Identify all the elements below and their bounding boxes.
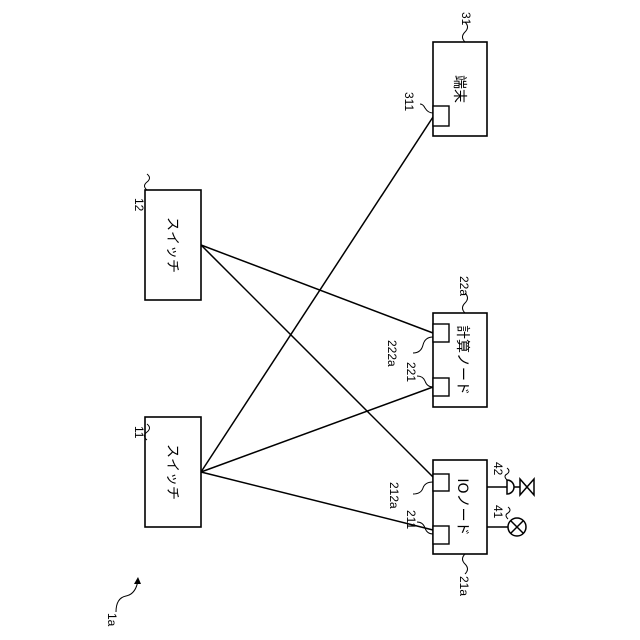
switch-11-name: スイッチ [164,444,180,500]
switch-12[interactable]: スイッチ 12 [132,174,201,300]
port-212a [433,474,449,491]
wire-12-222a [201,245,433,333]
system-ref: 1a [105,613,119,627]
io-node-name: IOノード [454,478,470,535]
wire-11-311 [201,117,433,472]
port-221 [433,378,449,396]
port-222a [433,324,449,342]
io-node-21a[interactable]: IOノード 21a 212a 211 42 41 [387,460,534,596]
terminal-name: 端末 [451,75,467,103]
switch-12-name: スイッチ [164,217,180,273]
terminal-ref: 31 [459,12,473,26]
port-222a-label: 222a [385,340,399,367]
lamp-icon [508,518,526,536]
switch-11-ref: 11 [132,426,146,439]
io-node-ref: 21a [457,576,471,596]
terminal-31[interactable]: 端末 31 311 [402,12,487,136]
port-212a-label: 212a [387,482,401,509]
port-221-label: 221 [404,362,418,382]
lamp-ref: 41 [491,505,505,519]
system-label: 1a [105,577,141,627]
switch-11[interactable]: スイッチ 11 [132,417,201,527]
port-311-label: 311 [402,92,416,111]
switch-12-ref: 12 [132,198,146,212]
compute-node-name: 計算ノード [454,325,470,395]
arrow-icon [134,577,141,584]
compute-node-22a[interactable]: 計算ノード 22a 222a 221 [385,276,487,407]
port-311 [433,106,449,126]
compute-node-ref: 22a [457,276,471,296]
valve-icon [507,479,534,495]
port-211 [433,526,449,544]
valve-ref: 42 [491,462,505,476]
wire-11-221 [201,387,433,472]
port-211-label: 211 [404,510,418,529]
